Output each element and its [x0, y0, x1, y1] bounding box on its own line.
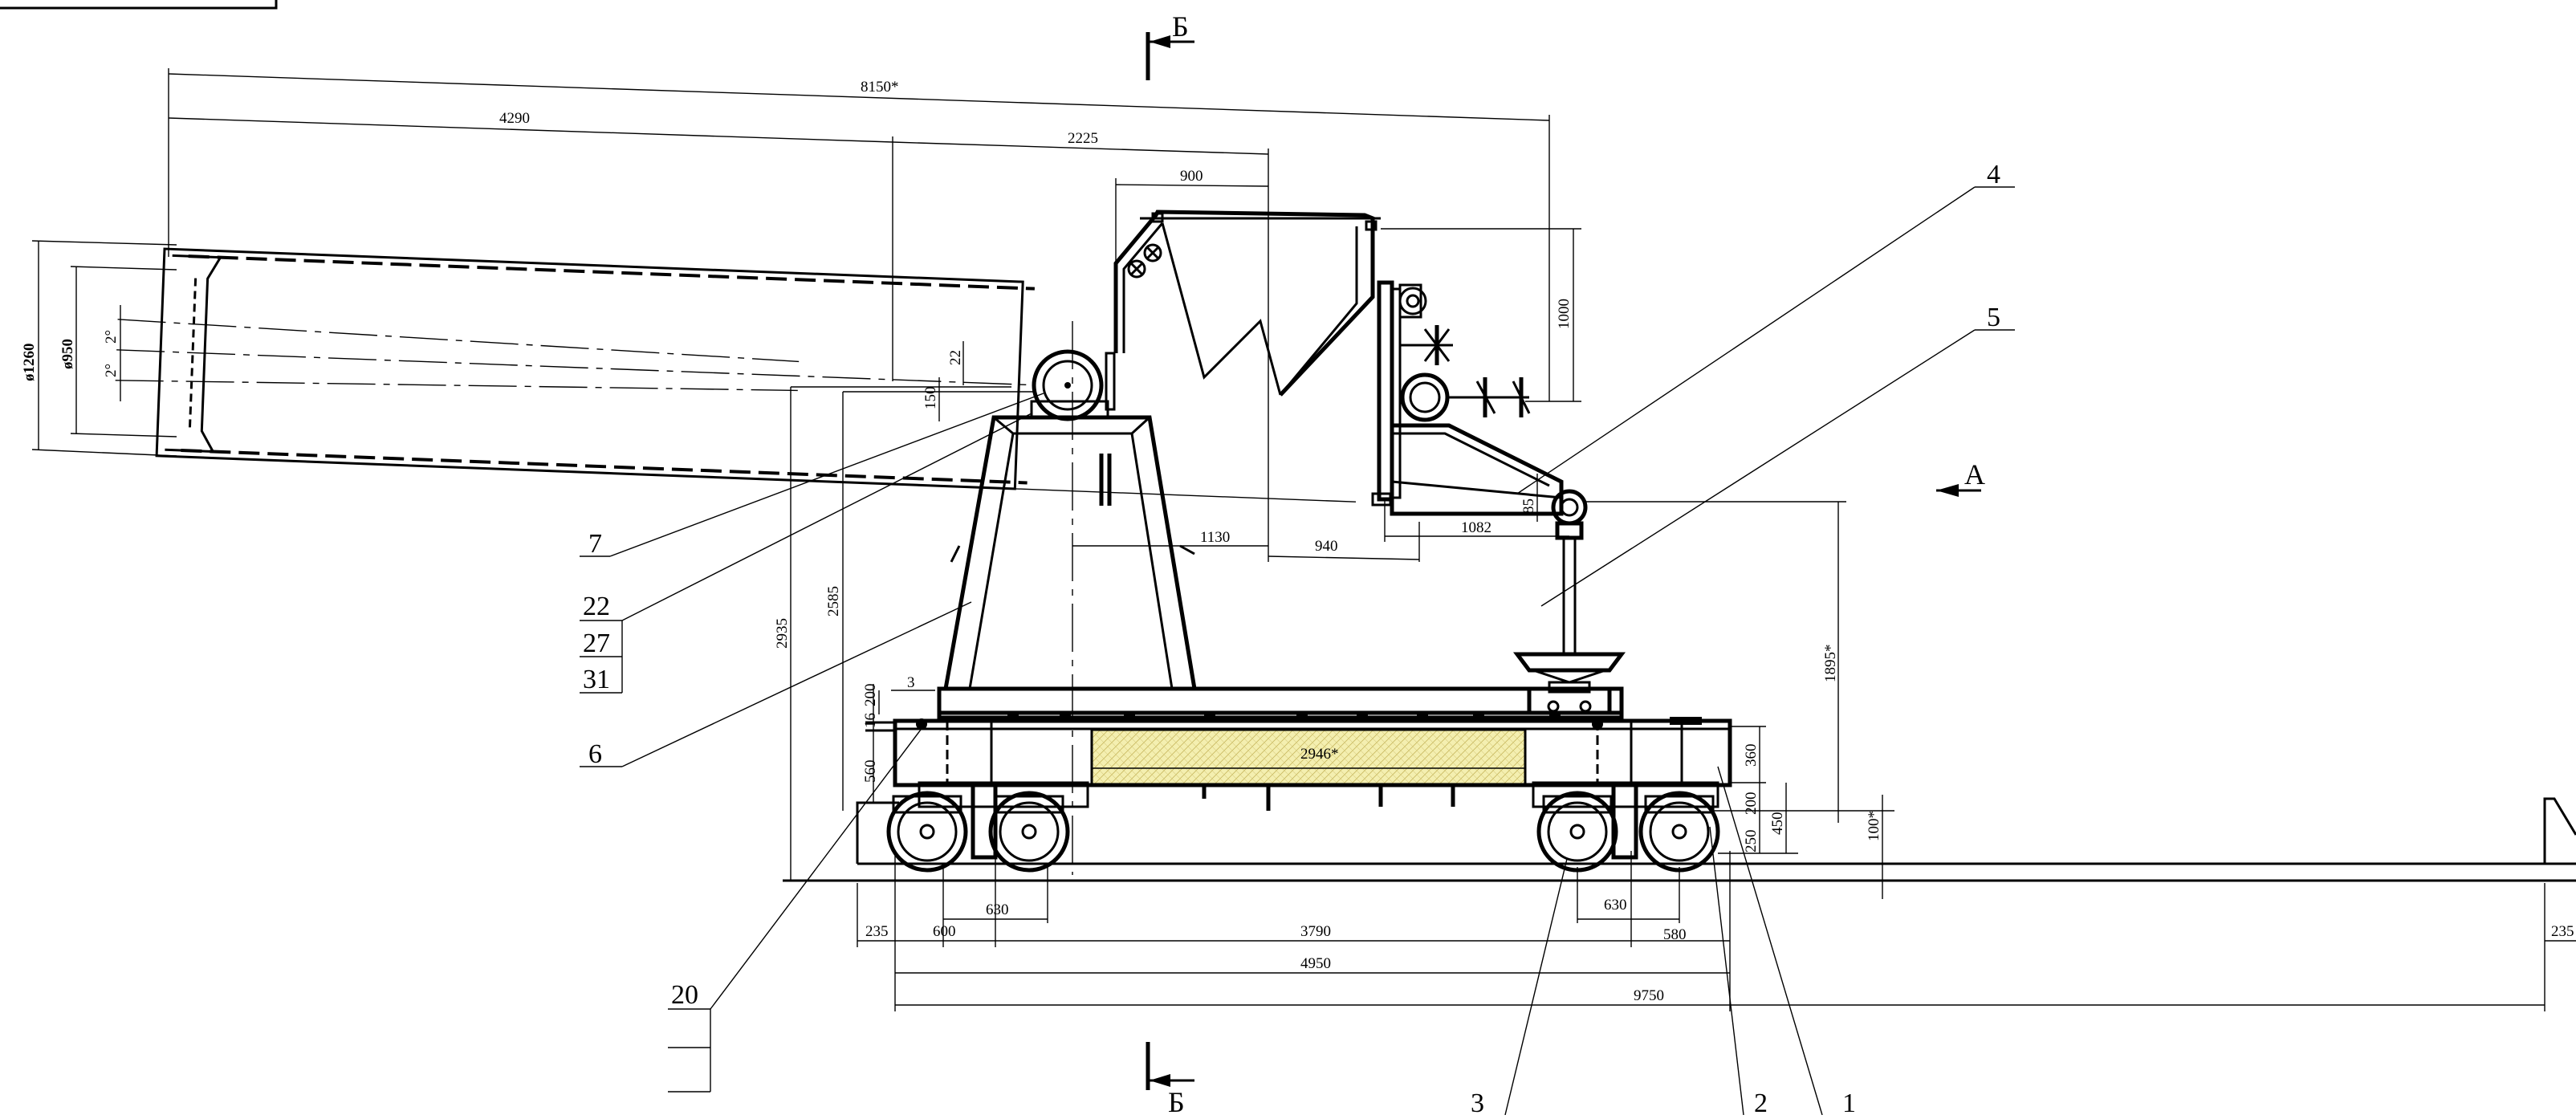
callout-1: 1	[1842, 1088, 1856, 1115]
callout-27: 27	[583, 629, 610, 658]
callout-4: 4	[1987, 160, 2000, 189]
callout-6: 6	[588, 739, 602, 769]
dim-600: 600	[933, 923, 956, 940]
dim-angle-bottom: 2°	[103, 364, 120, 377]
dim-630-right: 630	[1604, 897, 1627, 914]
section-mark-bottom: Б	[1146, 1042, 1194, 1118]
dim-580: 580	[1663, 926, 1687, 943]
dim-overall-length: 9750	[1634, 987, 1664, 1004]
dim-630-left: 630	[986, 901, 1009, 918]
wheel-2	[988, 791, 1070, 873]
callout-7: 7	[588, 529, 602, 559]
dim-height-2585: 2585	[825, 586, 842, 616]
callout-5: 5	[1987, 303, 2000, 332]
section-mark-top: Б	[1146, 10, 1194, 80]
dim-450: 450	[1769, 812, 1786, 836]
dim-wheelbase: 3790	[1300, 923, 1331, 940]
title-block-fragment	[0, 0, 278, 10]
dim-22: 22	[947, 350, 964, 365]
dim-235-left: 235	[865, 923, 889, 940]
ballast-block	[1090, 728, 1527, 786]
valve-assembly	[1371, 280, 1564, 516]
pivot-drum	[1030, 349, 1116, 421]
dim-250: 250	[1743, 830, 1760, 853]
cart-frame	[865, 717, 1732, 811]
callout-22: 22	[583, 592, 610, 621]
callout-3: 3	[1471, 1088, 1484, 1115]
dim-100: 100*	[1866, 811, 1882, 841]
view-mark-a: A	[1936, 458, 1985, 497]
dim-235-right: 235	[2551, 923, 2574, 940]
leader-lines	[580, 186, 2015, 1116]
cone-arm	[115, 247, 1357, 503]
dim-to-pivot: 4290	[499, 110, 530, 127]
dim-560: 560	[862, 760, 879, 783]
dim-16: 16	[862, 713, 879, 728]
dim-total-reach: 8150*	[861, 79, 899, 96]
view-label: A	[1964, 458, 1985, 490]
callout-2: 2	[1754, 1088, 1768, 1115]
dim-360: 360	[1743, 744, 1760, 767]
tower-frame	[943, 321, 1197, 875]
dim-hopper-width: 900	[1180, 168, 1203, 185]
dim-hopper-height: 1000	[1556, 299, 1573, 329]
dim-frame-length: 4950	[1300, 955, 1331, 972]
dim-height-2935: 2935	[774, 618, 791, 649]
wheel-1	[886, 791, 968, 873]
dim-200-top: 200	[862, 684, 879, 707]
callout-numbers: 4 5 7 22 27 31 6 20 3 2 1	[583, 160, 2000, 1118]
column-handwheel	[1513, 489, 1626, 715]
section-label-bottom: Б	[1168, 1086, 1185, 1115]
dimension-texts: 8150* 4290 2225 900 1000 ø1260 ø950 2° 2…	[21, 79, 2574, 1004]
section-label-top: Б	[1172, 10, 1189, 43]
dim-200: 200	[1743, 792, 1760, 816]
dim-940: 940	[1315, 538, 1338, 555]
top-deck	[937, 686, 1624, 722]
dimension-lines	[31, 68, 2576, 1011]
dim-pivot-to-hopper: 2225	[1068, 130, 1098, 147]
dim-inner-diameter: ø950	[59, 339, 76, 369]
hopper	[1113, 210, 1381, 397]
callout-31: 31	[583, 665, 610, 694]
dim-ballast-length: 2946*	[1300, 746, 1339, 763]
dim-height-1895: 1895*	[1822, 645, 1839, 683]
dim-3: 3	[907, 674, 915, 691]
dim-angle-top: 2°	[103, 330, 120, 344]
dim-85: 85	[1520, 498, 1537, 514]
dim-cone-diameter: ø1260	[21, 344, 38, 382]
wheel-3	[1536, 791, 1618, 873]
bogie-blocks	[971, 783, 1638, 860]
wheel-4	[1638, 791, 1720, 873]
dim-1082: 1082	[1461, 519, 1491, 536]
callout-20: 20	[671, 980, 698, 1010]
dim-150: 150	[922, 387, 939, 410]
dim-1130: 1130	[1200, 529, 1230, 546]
